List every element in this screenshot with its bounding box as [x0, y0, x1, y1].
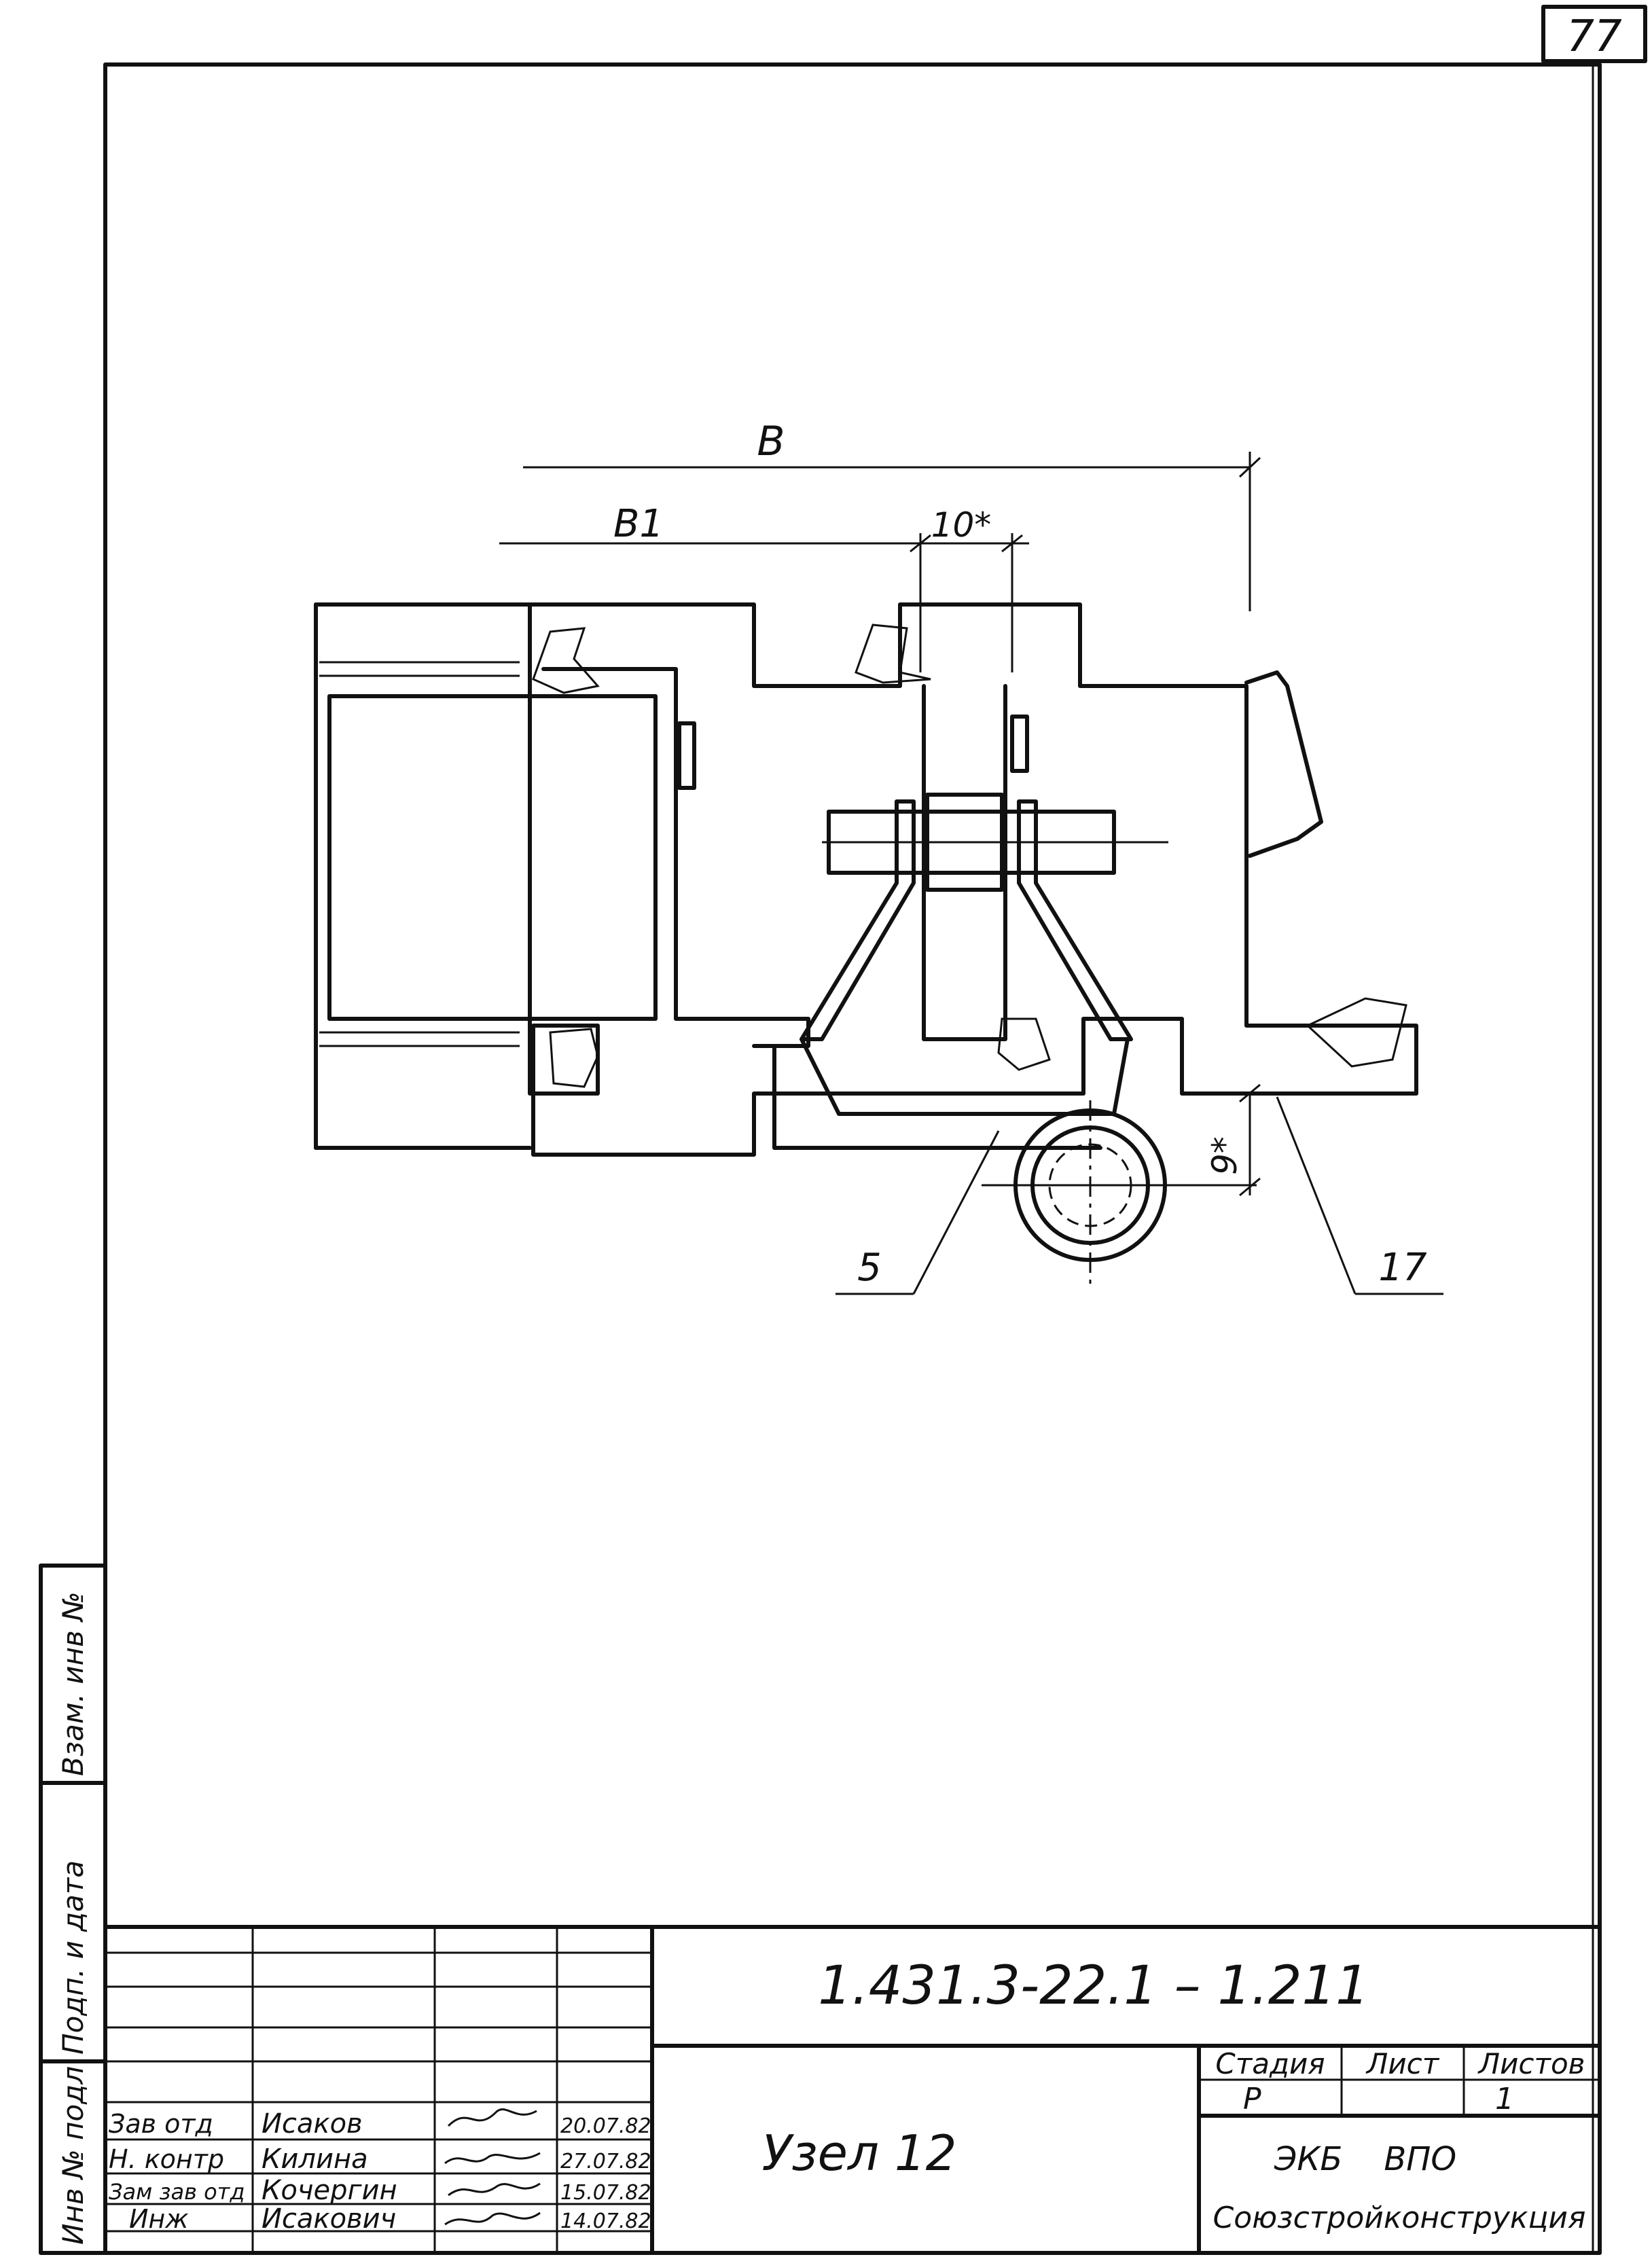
- drawing-frame: [103, 62, 1602, 2255]
- node-drawing: B B1 10*: [314, 418, 1443, 1295]
- sheet-number-box: 77: [1541, 5, 1647, 63]
- sign-name: Исакович: [262, 2203, 396, 2235]
- handle: [1244, 670, 1323, 858]
- callout-5: 5: [836, 1130, 1000, 1295]
- dim-b-label: B: [757, 418, 785, 465]
- panel-clip-left: [677, 721, 696, 790]
- sandwich-panel: [314, 602, 658, 1150]
- callout-17: 17: [1276, 1096, 1443, 1295]
- title-block: 1.431.3-22.1 – 1.211 Узел 12 Стадия Лист…: [103, 1925, 1602, 2255]
- signature-scribble: [444, 2152, 541, 2165]
- sheet-header: Лист: [1365, 2047, 1440, 2080]
- inner-profile-mid: [922, 684, 1007, 1041]
- sign-role: Инж: [129, 2204, 189, 2234]
- callout-5-label: 5: [857, 1246, 882, 1290]
- sign-date: 15.07.82: [560, 2181, 651, 2205]
- dimension-b: B: [523, 418, 1261, 611]
- signature-row: Зам зав отд Кочергин 15.07.82: [109, 2175, 651, 2206]
- dim-gap-label: 10*: [931, 505, 992, 545]
- dim-offset-label: 9*: [1205, 1136, 1244, 1175]
- left-frame-profile: [528, 602, 1418, 1157]
- sign-name: Кочергин: [262, 2175, 397, 2206]
- inner-profile-left: [541, 667, 810, 1048]
- organization-line2: Союзстройконструкция: [1213, 2201, 1586, 2235]
- stage-header: Стадия: [1215, 2047, 1325, 2080]
- roller: [982, 1100, 1257, 1284]
- signature-row: Н. контр Килина 27.07.82: [109, 2144, 651, 2175]
- node-title: Узел 12: [762, 2125, 957, 2182]
- dimension-offset: 9*: [1205, 1083, 1261, 1197]
- sheets-header: Листов: [1477, 2047, 1585, 2080]
- sign-role: Зав отд: [109, 2109, 213, 2139]
- dimension-b1: B1 10*: [499, 502, 1029, 672]
- sign-role: Н. контр: [109, 2144, 224, 2174]
- side-stamp-inv: Инв № подл: [56, 2066, 90, 2245]
- designation: 1.431.3-22.1 – 1.211: [818, 1955, 1369, 2017]
- panel-clip-right: [1010, 715, 1029, 773]
- sign-name: Исаков: [262, 2108, 363, 2139]
- signature-scribble: [444, 2211, 541, 2226]
- sign-date: 27.07.82: [560, 2150, 651, 2173]
- side-stamp-sign: Подп. и дата: [56, 1860, 90, 2055]
- stage-value: Р: [1243, 2082, 1261, 2116]
- sign-role: Зам зав отд: [109, 2179, 245, 2205]
- side-stamp: Взам. инв № Подп. и дата Инв № подл: [39, 1564, 107, 2255]
- hinge-bracket: [772, 793, 1168, 1150]
- seals: [532, 624, 1407, 1088]
- sign-date: 14.07.82: [560, 2209, 651, 2233]
- side-stamp-swap: Взам. инв №: [56, 1591, 90, 1776]
- organization-line1: ЭКБ ВПО: [1274, 2140, 1456, 2178]
- signature-row: Инж Исакович 14.07.82: [129, 2203, 651, 2235]
- signature-scribble: [448, 2182, 541, 2197]
- sign-name: Килина: [262, 2144, 368, 2175]
- sign-date: 20.07.82: [560, 2114, 651, 2138]
- sheet-number: 77: [1566, 12, 1622, 62]
- dim-b1-label: B1: [613, 502, 664, 546]
- signature-row: Зав отд Исаков 20.07.82: [109, 2108, 651, 2139]
- sheets-value: 1: [1495, 2082, 1514, 2116]
- signature-scribble: [447, 2108, 537, 2127]
- callout-17-label: 17: [1378, 1246, 1427, 1290]
